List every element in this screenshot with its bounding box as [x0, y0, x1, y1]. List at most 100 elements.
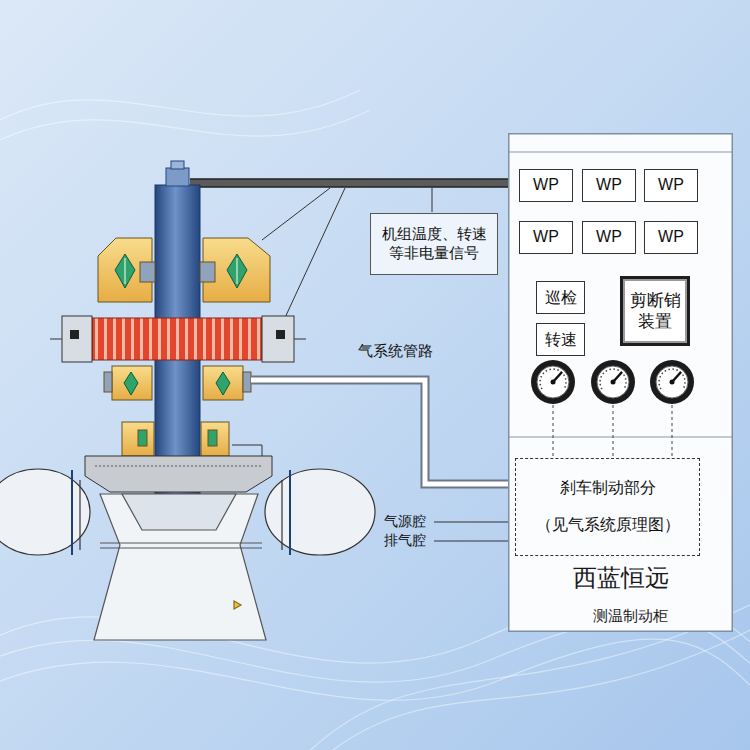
- guide-bearing: [122, 422, 154, 456]
- cabinet-body: [508, 437, 733, 438]
- draft-tube: [122, 494, 236, 530]
- node-text: WP: [596, 175, 622, 195]
- guide-bearing: [232, 445, 262, 446]
- thrust-bearing: [227, 254, 247, 288]
- background-wave: [0, 90, 750, 750]
- guide-bearing: [201, 422, 229, 456]
- node-text: 巡检: [545, 288, 577, 308]
- signal-cable: [190, 179, 508, 187]
- pressure-gauge: [670, 380, 675, 385]
- guide-bearing: [208, 430, 217, 446]
- draft-tube: [94, 494, 266, 640]
- leader-line: [432, 188, 433, 212]
- air-pipe: [251, 380, 515, 484]
- generator-rotor: [62, 316, 92, 362]
- node-text: 刹车制动部分 （见气系统原理图）: [523, 470, 693, 544]
- node-text: 机组温度、转速等非电量信号: [380, 225, 488, 263]
- gauge-pipe: [553, 405, 672, 457]
- button-box: 巡检: [536, 281, 585, 314]
- cabinet-body: [508, 152, 733, 153]
- meter-box: WP: [582, 169, 636, 202]
- guide-bearing: [138, 430, 147, 446]
- lower-bearing: [124, 372, 138, 395]
- signal-note-box: 机组温度、转速等非电量信号: [370, 213, 498, 275]
- leader-line: [434, 540, 515, 541]
- generator-rotor: [50, 316, 306, 362]
- node-text: WP: [533, 175, 559, 195]
- background-wave: [320, 625, 750, 750]
- node-text: 转速: [545, 330, 577, 350]
- brand-name: 西蓝恒远: [508, 563, 733, 593]
- leader-line: [434, 522, 515, 541]
- head-cover: [85, 456, 272, 492]
- cabinet-name: 测温制动柜: [528, 607, 733, 626]
- pressure-gauge: [531, 360, 575, 404]
- spiral-case: [79, 480, 80, 550]
- part-label: 排气腔: [384, 532, 426, 550]
- pressure-gauge: [531, 360, 575, 404]
- guide-bearing: [122, 422, 262, 458]
- spiral-case: [281, 480, 282, 550]
- pressure-gauge: [650, 360, 694, 404]
- pressure-gauge: [591, 360, 635, 404]
- lower-bearing: [104, 372, 112, 392]
- meter-box: WP: [644, 169, 698, 202]
- meter-box: WP: [582, 221, 636, 254]
- signal-cable: [190, 178, 508, 180]
- spiral-case: [265, 469, 375, 555]
- pressure-gauge: [600, 369, 626, 389]
- node-text: WP: [596, 227, 622, 247]
- draft-tube: [94, 494, 266, 640]
- background-wave: [0, 90, 360, 120]
- lower-bearing: [104, 366, 251, 400]
- part-label: 气源腔: [384, 513, 426, 531]
- thrust-bearing: [115, 254, 135, 288]
- background-wave: [0, 639, 750, 700]
- node-text: WP: [658, 227, 684, 247]
- draft-tube: [100, 547, 262, 548]
- pressure-gauge: [537, 366, 569, 398]
- leader-line: [262, 188, 330, 240]
- spiral-case: [289, 470, 291, 555]
- meter-box: WP: [519, 169, 573, 202]
- thrust-bearing: [237, 258, 238, 284]
- lower-bearing: [112, 366, 152, 400]
- background-wave: [0, 110, 370, 140]
- part-label: 气系统管路: [358, 342, 433, 361]
- pressure-gauge: [540, 369, 566, 389]
- pressure-gauge: [551, 380, 556, 385]
- spiral-case: [71, 470, 73, 555]
- gauge-pipe: [613, 405, 614, 457]
- thrust-bearing: [140, 262, 155, 282]
- generator-rotor: [294, 339, 306, 340]
- draft-tube: [234, 601, 241, 609]
- thrust-bearing: [200, 262, 215, 282]
- generator-shaft: [166, 168, 189, 186]
- gauge-pipe: [553, 405, 554, 457]
- generator-rotor: [50, 339, 62, 340]
- meter-box: WP: [644, 221, 698, 254]
- cabinet-body: [508, 133, 733, 632]
- lower-bearing: [216, 372, 230, 395]
- generator-rotor: [92, 318, 262, 360]
- air-pipe: [251, 380, 515, 484]
- gauge-pipe: [672, 405, 673, 457]
- lower-bearing: [203, 366, 243, 400]
- node-text: WP: [658, 175, 684, 195]
- pressure-gauge: [611, 380, 616, 385]
- shear-pin-box: 剪断销装置: [620, 276, 690, 346]
- meter-box: WP: [519, 221, 573, 254]
- leader-line: [283, 188, 345, 322]
- pressure-gauge: [656, 366, 688, 398]
- brake-section-box: 刹车制动部分 （见气系统原理图）: [515, 458, 700, 556]
- control-cabinet: WP WP WP WP WP WP 巡检 剪断销装置转速刹车制动部分 （见气系统原理图） 西蓝恒…: [508, 133, 733, 632]
- signal-cable: [190, 186, 508, 188]
- spiral-case: [0, 469, 90, 555]
- node-text: 剪断销装置: [628, 290, 682, 333]
- cabinet-body: [508, 133, 733, 632]
- generator-rotor: [70, 330, 79, 339]
